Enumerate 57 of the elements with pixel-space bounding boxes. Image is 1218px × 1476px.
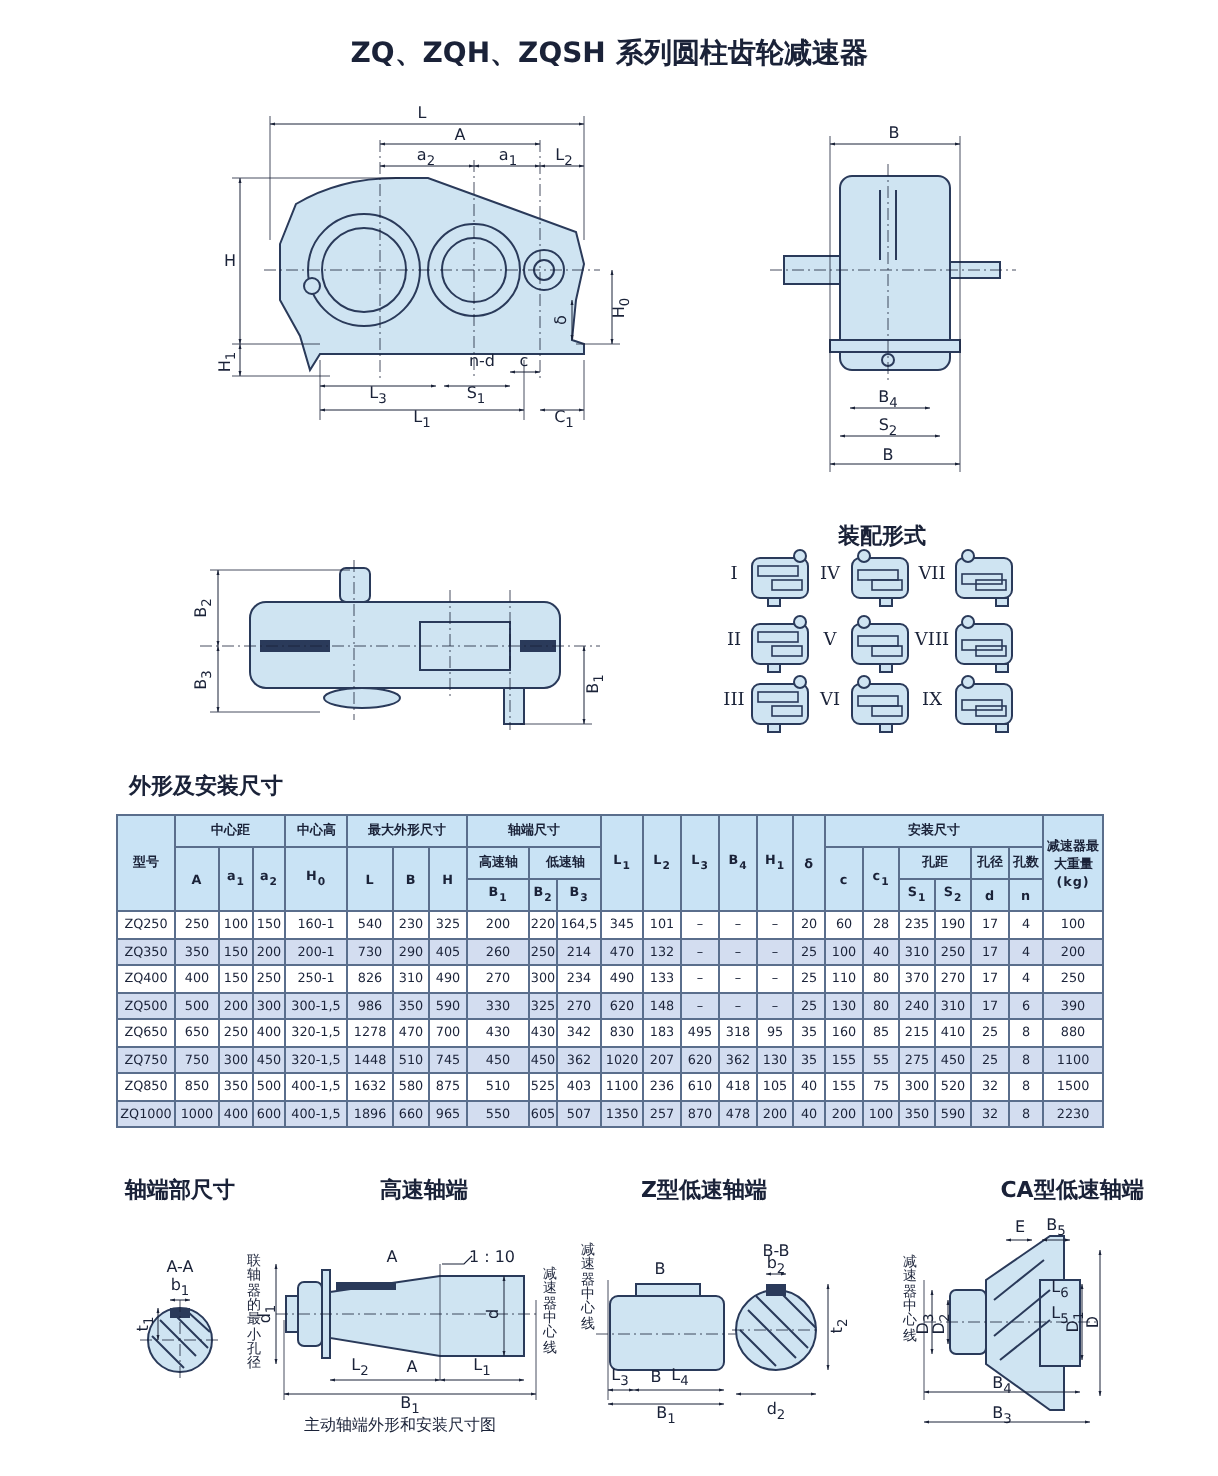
- dimension-label: A: [386, 1250, 398, 1266]
- dimension-label: B: [650, 1370, 662, 1386]
- dimension-label: B: [654, 1262, 666, 1278]
- dimension-label: L$_{1}$: [473, 1357, 491, 1379]
- form-numeral: IV: [819, 567, 841, 585]
- dimension-label: B$_{1}$: [400, 1395, 420, 1417]
- dimension-label: d$_{2}$: [766, 1401, 786, 1423]
- dimension-label: A: [406, 1360, 418, 1376]
- dimension-label: S$_{1}$: [466, 385, 486, 407]
- title: ZQ、ZQH、ZQSH 系列圆柱齿轮减速器: [348, 36, 870, 72]
- section-heading: 高速轴端: [380, 1179, 468, 1201]
- dimension-label: A: [454, 128, 466, 144]
- dimension-label: L$_{5}$: [1051, 1305, 1069, 1327]
- dimension-label: E: [1014, 1220, 1026, 1236]
- dimension-label: B: [888, 126, 900, 142]
- dimension-label: B$_{4}$: [992, 1375, 1012, 1397]
- section-heading: 外形及安装尺寸: [129, 775, 283, 797]
- form-numeral: II: [726, 633, 742, 651]
- dimension-label: L$_{1}$: [413, 409, 431, 431]
- dimension-label: B$_{3}$: [992, 1405, 1012, 1427]
- section-heading: 装配形式: [838, 525, 926, 547]
- dimension-label: A-A: [166, 1260, 194, 1276]
- dimension-label: L: [417, 106, 427, 122]
- form-numeral: VIII: [914, 633, 950, 651]
- section-heading: 轴端部尺寸: [125, 1179, 235, 1201]
- dimension-label: B: [882, 448, 894, 464]
- dimension-label: B$_{5}$: [1046, 1217, 1066, 1239]
- dimension-label: n-d: [468, 354, 496, 370]
- dimension-label: L$_{2}$: [555, 147, 573, 169]
- dimension-label: 1 : 10: [468, 1250, 516, 1266]
- dimension-label: L$_{3}$: [611, 1367, 629, 1389]
- dimension-label: B$_{1}$: [656, 1405, 676, 1427]
- form-numeral: VII: [918, 567, 946, 585]
- dimension-label: L$_{3}$: [369, 385, 387, 407]
- dimension-label: a$_{2}$: [416, 147, 436, 169]
- dimension-label: d: [486, 1308, 502, 1320]
- section-heading: CA型低速轴端: [1000, 1179, 1144, 1201]
- form-numeral: III: [723, 693, 745, 711]
- dimension-label: b$_{2}$: [766, 1255, 786, 1277]
- dimension-label: S$_{2}$: [878, 417, 898, 439]
- dimension-label: c: [519, 354, 529, 370]
- dimension-label: C$_{1}$: [554, 409, 574, 431]
- dimension-label: B$_{4}$: [878, 389, 898, 411]
- form-numeral: VI: [819, 693, 841, 711]
- form-numeral: IX: [922, 693, 942, 711]
- dimension-label: H: [224, 254, 236, 270]
- dimension-label: L$_{2}$: [351, 1357, 369, 1379]
- dimension-label: δ: [554, 315, 570, 325]
- section-heading: Z型低速轴端: [641, 1179, 767, 1201]
- caption: 主动轴端外形和安装尺寸图: [304, 1418, 496, 1434]
- form-numeral: V: [823, 633, 837, 651]
- dimension-label: L$_{4}$: [671, 1367, 689, 1389]
- form-numeral: I: [730, 567, 738, 585]
- dimension-label: b$_{1}$: [170, 1277, 190, 1299]
- dimension-label: L$_{6}$: [1051, 1279, 1069, 1301]
- dimension-label: a$_{1}$: [498, 147, 518, 169]
- dimension-label: D: [1086, 1315, 1102, 1329]
